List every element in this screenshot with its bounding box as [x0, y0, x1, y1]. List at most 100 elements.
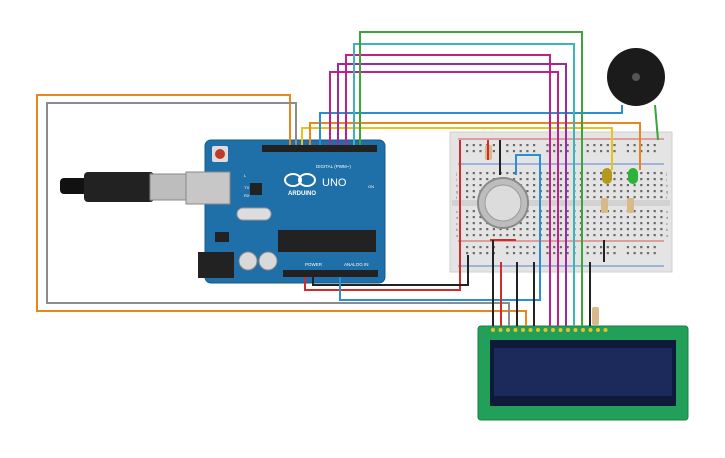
- breadboard-rail-hole: [653, 252, 656, 255]
- breadboard-hole: [533, 172, 536, 175]
- breadboard-hole: [553, 178, 556, 181]
- led-l-label: L: [244, 173, 247, 178]
- breadboard-hole: [479, 184, 482, 187]
- breadboard-rail-hole: [526, 252, 529, 255]
- lcd-screen: [494, 348, 672, 396]
- wire-teal: [353, 43, 575, 326]
- lcd-pin: [588, 328, 593, 332]
- breadboard-hole: [566, 190, 569, 193]
- breadboard-rail-hole: [506, 150, 509, 153]
- breadboard-rail-hole: [546, 246, 549, 249]
- breadboard-hole: [660, 178, 663, 181]
- breadboard-hole: [600, 222, 603, 225]
- breadboard-hole: [559, 184, 562, 187]
- arduino-model-label: UNO: [322, 177, 347, 189]
- breadboard-hole: [546, 234, 549, 237]
- breadboard-rail-hole: [593, 144, 596, 147]
- breadboard-hole: [586, 234, 589, 237]
- breadboard-rail-hole: [526, 144, 529, 147]
- breadboard-rail-hole: [559, 150, 562, 153]
- breadboard-hole: [626, 196, 629, 199]
- breadboard-hole: [506, 228, 509, 231]
- breadboard-hole: [660, 172, 663, 175]
- breadboard-row-letter: c: [456, 221, 458, 226]
- reset-button[interactable]: [215, 149, 225, 159]
- crystal: [236, 207, 272, 221]
- breadboard-rail-hole: [526, 246, 529, 249]
- breadboard-rail-hole: [553, 252, 556, 255]
- breadboard-hole: [640, 190, 643, 193]
- atmega-chip: [278, 230, 376, 252]
- arduino-logo-text: ARDUINO: [288, 191, 316, 197]
- breadboard-hole: [472, 216, 475, 219]
- breadboard-hole: [472, 172, 475, 175]
- breadboard-hole: [546, 184, 549, 187]
- breadboard-rail-hole: [519, 150, 522, 153]
- breadboard-hole: [533, 234, 536, 237]
- lcd-pin: [573, 328, 578, 332]
- breadboard-hole: [533, 196, 536, 199]
- wire-red-5v: [304, 140, 461, 291]
- breadboard-hole: [626, 172, 629, 175]
- breadboard-hole: [519, 172, 522, 175]
- breadboard-rail-hole: [492, 150, 495, 153]
- buzzer-hole: [632, 73, 640, 81]
- breadboard-hole: [606, 184, 609, 187]
- breadboard-rail-hole: [646, 144, 650, 147]
- breadboard-row-letter: g: [456, 189, 458, 194]
- breadboard-rail-hole: [646, 246, 650, 249]
- breadboard-rail-hole: [553, 150, 556, 153]
- breadboard-hole: [499, 228, 502, 231]
- breadboard-hole: [646, 184, 650, 187]
- resistor-4: [592, 307, 599, 325]
- breadboard-hole: [479, 234, 482, 237]
- breadboard-hole: [633, 190, 636, 193]
- analog-label: ANALOG IN: [344, 262, 369, 267]
- breadboard-rail-hole: [606, 144, 609, 147]
- breadboard-rail-hole: [653, 246, 656, 249]
- breadboard-hole: [620, 190, 623, 193]
- wires: [36, 31, 659, 326]
- breadboard-hole: [566, 178, 569, 181]
- breadboard-hole: [486, 178, 489, 181]
- breadboard-hole: [472, 234, 475, 237]
- breadboard-hole: [613, 196, 616, 199]
- breadboard-hole: [646, 196, 650, 199]
- breadboard-hole: [519, 222, 522, 225]
- breadboard-rail-hole: [512, 246, 516, 249]
- breadboard-hole: [533, 216, 536, 219]
- breadboard-hole: [526, 190, 529, 193]
- breadboard-hole: [613, 234, 616, 237]
- breadboard-rail-hole: [586, 144, 589, 147]
- breadboard-hole: [593, 172, 596, 175]
- breadboard-hole: [660, 216, 663, 219]
- breadboard-hole: [533, 190, 536, 193]
- breadboard-hole: [512, 178, 516, 181]
- digital-label: DIGITAL (PWM~): [316, 164, 351, 169]
- breadboard-hole: [593, 190, 596, 193]
- resistor-2: [601, 198, 608, 213]
- breadboard-row-letter: a: [456, 233, 459, 238]
- breadboard-hole: [633, 184, 636, 187]
- breadboard-row-letter: d: [666, 215, 668, 220]
- usb-plug-body: [84, 172, 154, 202]
- breadboard-hole: [653, 210, 656, 213]
- breadboard-hole: [566, 234, 569, 237]
- breadboard-hole: [559, 222, 562, 225]
- digital-header: [262, 145, 377, 152]
- breadboard-rail-hole: [593, 150, 596, 153]
- breadboard-row-letter: b: [456, 227, 459, 232]
- breadboard-hole: [512, 234, 516, 237]
- breadboard-rail-hole: [653, 150, 656, 153]
- breadboard-row-letter: a: [666, 233, 669, 238]
- breadboard-hole: [600, 184, 603, 187]
- breadboard-hole: [626, 222, 629, 225]
- breadboard-rail-hole: [646, 150, 650, 153]
- breadboard-hole: [620, 216, 623, 219]
- breadboard-hole: [586, 216, 589, 219]
- breadboard-hole: [506, 172, 509, 175]
- breadboard-hole: [593, 222, 596, 225]
- breadboard-hole: [653, 184, 656, 187]
- breadboard-rail-hole: [613, 252, 616, 255]
- breadboard-rail-hole: [626, 150, 629, 153]
